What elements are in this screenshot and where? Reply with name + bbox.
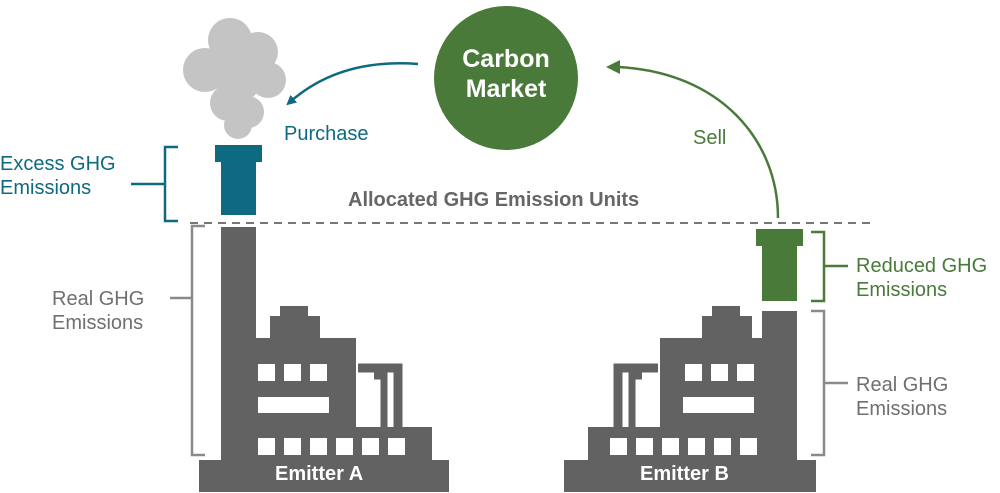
excess-emissions-label: Excess GHG Emissions (0, 152, 116, 200)
reduced-emissions-label: Reduced GHG Emissions (856, 254, 987, 302)
emitter-b-reduced-stack (762, 244, 797, 301)
emitter-a-factory (199, 145, 449, 492)
reduced-line2: Emissions (856, 279, 948, 301)
real-emissions-b-label: Real GHG Emissions (856, 373, 948, 421)
sell-label: Sell (693, 127, 727, 149)
emitter-b-chimney-cap (756, 229, 803, 246)
carbon-market-line2: Market (465, 75, 547, 103)
carbon-market-line1: Carbon (462, 45, 550, 73)
emitter-b-label: Emitter B (640, 463, 729, 485)
sell-arrow (617, 65, 780, 219)
excess-bracket (131, 145, 178, 223)
real-a-bracket (170, 224, 205, 457)
excess-line2: Emissions (0, 177, 92, 199)
carbon-market-label: Carbon Market (433, 44, 579, 104)
sell-arrowhead-icon (606, 60, 620, 74)
real-b-line2: Emissions (856, 398, 948, 420)
real-emissions-a-label: Real GHG Emissions (52, 287, 144, 335)
real-a-line2: Emissions (52, 312, 144, 334)
excess-line1: Excess GHG (0, 153, 116, 175)
reduced-line1: Reduced GHG (856, 255, 988, 277)
emitter-b-factory (564, 229, 816, 492)
real-b-line1: Real GHG (856, 374, 949, 396)
emitter-a-label: Emitter A (275, 463, 364, 485)
real-a-line1: Real GHG (52, 288, 145, 310)
emitter-a-chimney-cap (215, 145, 262, 162)
purchase-label: Purchase (284, 123, 369, 145)
allocated-units-label: Allocated GHG Emission Units (348, 189, 640, 211)
carbon-market-circle (434, 6, 578, 150)
purchase-arrow (286, 62, 419, 106)
reduced-bracket (811, 230, 848, 303)
smoke-cloud-icon (183, 18, 286, 139)
real-b-bracket (811, 309, 848, 457)
emitter-a-excess-stack (221, 160, 256, 215)
